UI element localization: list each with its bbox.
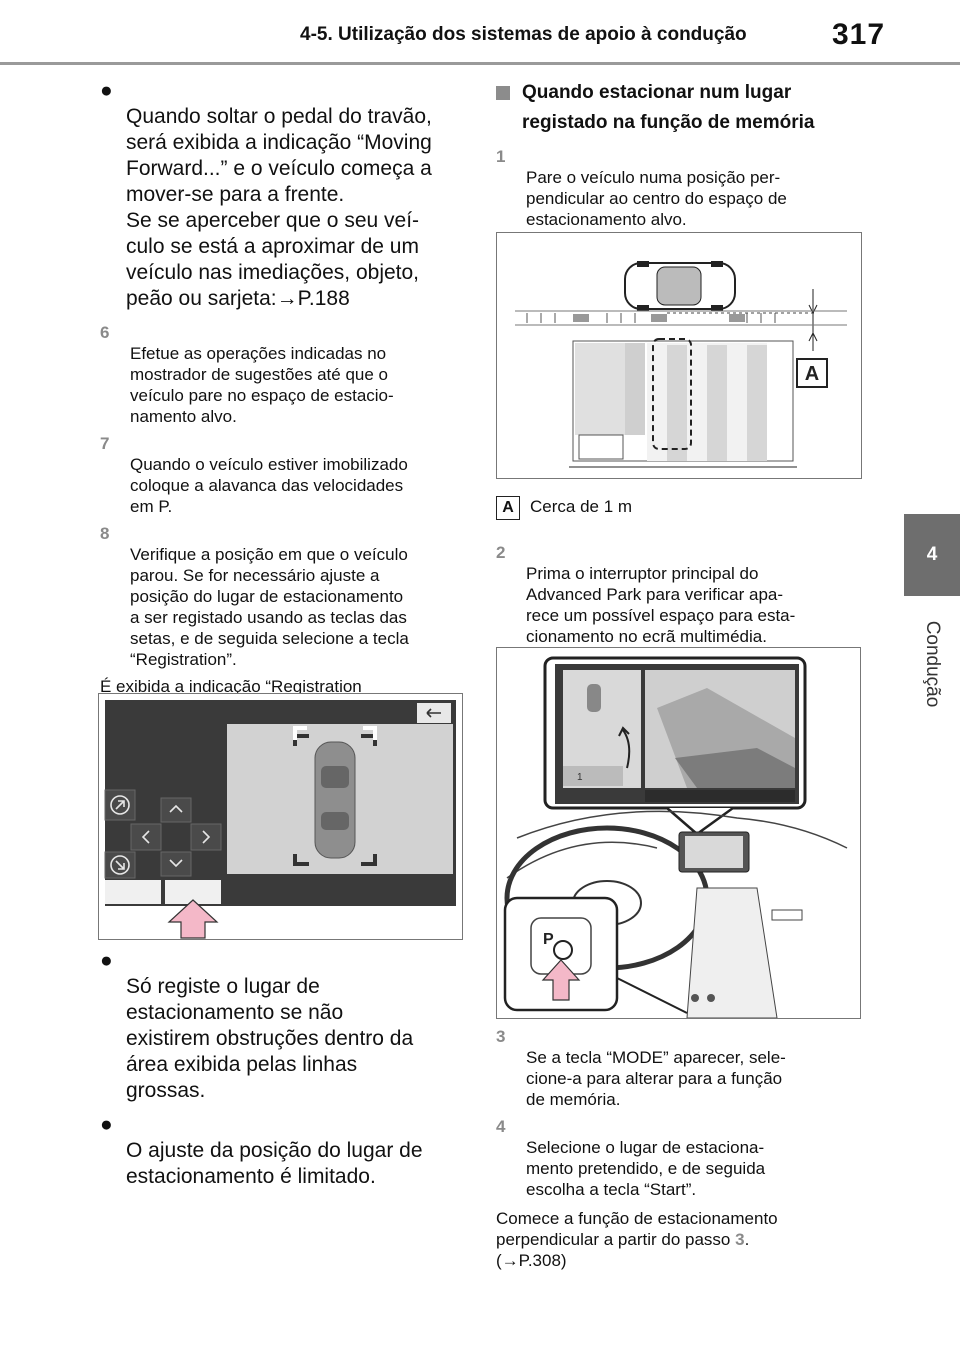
bullet-release-brake-text: Quando soltar o pedal do travão, será ex… xyxy=(126,105,432,310)
step-text: Verifique a posição em que o veículo par… xyxy=(130,545,409,669)
chapter-label-text: Condução xyxy=(922,620,943,708)
registration-screen-figure xyxy=(98,693,463,940)
step-number: 4 xyxy=(496,1117,506,1136)
step-number: 1 xyxy=(496,147,506,166)
bullet-release-brake: ● Quando soltar o pedal do travão, será e… xyxy=(100,78,470,312)
arrow-ref-icon: → xyxy=(501,1251,519,1270)
advanced-park-key-label: P xyxy=(543,931,554,948)
step-number: 7 xyxy=(100,434,110,453)
memory-heading-text: Quando estacionar num lugar registado na… xyxy=(522,82,815,133)
registration-screen-illustration xyxy=(99,700,462,939)
right-column: Quando estacionar num lugar registado na… xyxy=(496,78,866,230)
right-column-lower: 3 Se a tecla “MODE” aparecer, sele- cione… xyxy=(496,1026,866,1271)
page-ref-link[interactable]: P.188 xyxy=(297,287,350,310)
step-number: 8 xyxy=(100,524,110,543)
step-text: Efetue as operações indicadas no mostrad… xyxy=(130,344,394,426)
callout-a-row: A Cerca de 1 m xyxy=(496,496,866,520)
bullet-icon: ● xyxy=(100,1113,113,1136)
step-text: Prima o interruptor principal do Advance… xyxy=(526,564,796,646)
header-rule xyxy=(0,62,960,65)
parking-space-illustration: A xyxy=(515,261,847,468)
arrow-ref-icon: → xyxy=(276,287,298,310)
page-number: 317 xyxy=(832,18,886,51)
chapter-label: Condução xyxy=(908,610,956,720)
callout-a-badge: A xyxy=(496,496,520,520)
dashboard-illustration: 1 P xyxy=(503,656,848,1018)
bullet-obstructions: ● Só registe o lugar de estacionamento se… xyxy=(100,948,470,1104)
step-number: 2 xyxy=(496,543,506,562)
chapter-tab: 4 xyxy=(904,514,960,596)
closing-text: Comece a função de estacionamento perpen… xyxy=(496,1209,778,1249)
bullet-limited-adjust: ● O ajuste da posição do lugar de estacio… xyxy=(100,1112,470,1190)
step-text: Pare o veículo numa posição per- pendicu… xyxy=(526,168,787,229)
section-title: 4-5. Utilização dos sistemas de apoio à … xyxy=(300,24,747,45)
step-text: Quando o veículo estiver imobilizado col… xyxy=(130,455,408,516)
callout-a-label: A xyxy=(805,363,819,385)
page-ref-link[interactable]: P.308 xyxy=(518,1251,561,1270)
square-bullet-icon xyxy=(496,86,510,100)
step-number: 3 xyxy=(496,1027,506,1046)
left-column: ● Quando soltar o pedal do travão, será e… xyxy=(100,78,470,739)
parking-space-figure: A xyxy=(496,232,862,479)
bullet-icon: ● xyxy=(100,79,113,102)
closing-step-ref: 3 xyxy=(735,1230,745,1249)
bullet-icon: ● xyxy=(100,949,113,972)
step-number: 6 xyxy=(100,323,110,342)
bullet-obstructions-text: Só registe o lugar de estacionamento se … xyxy=(126,975,414,1102)
step-3: 3 Se a tecla “MODE” aparecer, sele- cione… xyxy=(496,1026,866,1110)
left-column-lower: ● Só registe o lugar de estacionamento se… xyxy=(100,948,470,1190)
step-text: Se a tecla “MODE” aparecer, sele- cione-… xyxy=(526,1048,786,1109)
memory-heading: Quando estacionar num lugar registado na… xyxy=(496,78,866,138)
dashboard-figure: 1 P xyxy=(496,647,861,1019)
step-text: Selecione o lugar de estaciona- mento pr… xyxy=(526,1138,766,1199)
callout-a-text: Cerca de 1 m xyxy=(530,497,633,516)
screen-mini-label: 1 xyxy=(577,772,583,783)
closing-paragraph: Comece a função de estacionamento perpen… xyxy=(496,1209,778,1270)
bullet-limited-adjust-text: O ajuste da posição do lugar de estacion… xyxy=(126,1139,423,1188)
